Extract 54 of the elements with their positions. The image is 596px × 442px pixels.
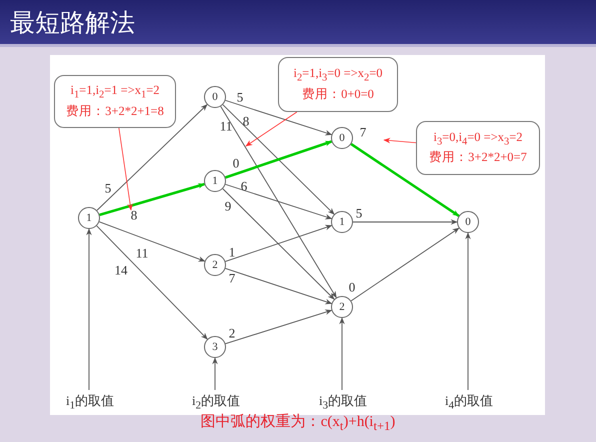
leader-line — [383, 138, 416, 144]
arrow — [352, 219, 458, 225]
arrow — [224, 224, 332, 262]
highlighted-path-arrow — [99, 182, 206, 216]
arrow — [98, 221, 206, 262]
arrow — [96, 104, 208, 211]
arrow — [225, 184, 332, 220]
arrow — [465, 232, 471, 390]
arrow — [350, 228, 460, 302]
arrow — [220, 106, 337, 298]
edge-weight: 5 — [104, 182, 112, 194]
slide-title: 最短路解法 — [10, 7, 135, 39]
edge-weight: 5 — [236, 90, 244, 104]
arrow — [222, 188, 335, 300]
arrow — [222, 104, 335, 215]
callout-text: i$_{3}$=0,i$_{4}$=0 =>x$_{3}$=2 — [433, 130, 523, 148]
edge-weight: 8 — [242, 114, 250, 128]
stage-label: i$_{3}$的取值 — [315, 392, 371, 412]
callout-text: 费用：0+0=0 — [302, 86, 374, 103]
edge-weight: 11 — [136, 246, 148, 260]
caption: 图中弧的权重为：c(x$_{t}$)+h(i$_{t+1}$) — [200, 414, 396, 430]
edge-weight: 0 — [232, 156, 240, 170]
edge-weight: 6 — [240, 180, 248, 192]
edge-weight: 7 — [360, 126, 366, 138]
callout-text: i$_{1}$=1,i$_{2}$=1 =>x$_{1}$=2 — [70, 83, 160, 101]
arrow — [212, 357, 218, 390]
callout-text: i$_{2}$=1,i$_{3}$=0 =>x$_{2}$=0 — [293, 66, 383, 84]
arrow — [96, 225, 208, 340]
arrow — [225, 100, 332, 136]
edge-weight: 7 — [228, 272, 236, 284]
callout-box — [416, 121, 540, 175]
leader-line — [118, 128, 133, 211]
edge-weight: 2 — [228, 326, 236, 340]
edge-weight: 8 — [130, 208, 138, 222]
edge-weight: 11 — [220, 120, 232, 132]
arrow — [225, 310, 332, 344]
leader-line — [245, 112, 298, 146]
edge-weight: 5 — [356, 206, 362, 220]
arrow — [86, 228, 92, 390]
stage-label: i$_{1}$的取值 — [62, 392, 118, 412]
arrow — [225, 268, 332, 304]
edge-weight: 14 — [114, 264, 128, 276]
callout-box — [278, 57, 398, 112]
highlighted-path-arrow — [350, 143, 460, 217]
callout-text: 费用：3+2*2+1=8 — [66, 102, 164, 120]
callout-box — [54, 75, 176, 128]
stage-label: i$_{4}$的取值 — [441, 392, 497, 412]
arrow — [339, 317, 345, 390]
stage-label: i$_{2}$的取值 — [188, 392, 244, 412]
callout-text: 费用：3+2*2+0=7 — [429, 149, 527, 166]
edge-weight: 0 — [348, 280, 356, 294]
edge-weight: 1 — [228, 246, 236, 258]
edge-weight: 9 — [224, 200, 232, 212]
highlighted-path-arrow — [225, 140, 332, 179]
